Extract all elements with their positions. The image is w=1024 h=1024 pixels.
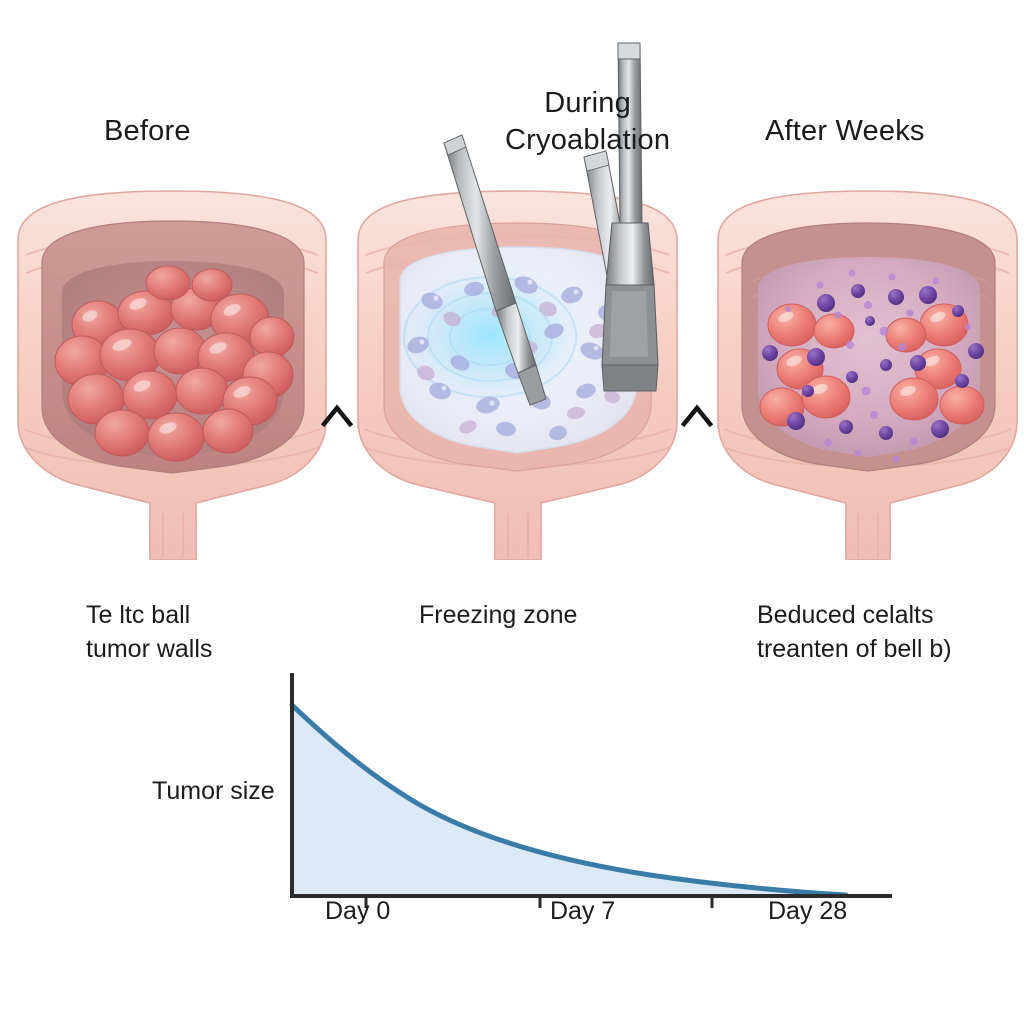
- panel-caption-during: Freezing zone: [419, 601, 578, 629]
- arrow-during-to-after: [681, 404, 714, 428]
- panel-title-after: After Weeks: [765, 115, 925, 147]
- cryoprobe-right: [601, 42, 659, 392]
- chart-y-axis-label: Tumor size: [152, 777, 275, 805]
- chart-area-fill: [292, 705, 846, 895]
- panel-title-during: During Cryoablation: [505, 87, 671, 157]
- chart-tick-day-28: Day 28: [768, 897, 848, 925]
- chart-plot-area: [289, 673, 892, 908]
- tumor-size-decay-chart: Tumor size Day 0 Day 7 Day 28: [120, 665, 910, 955]
- apoptotic-cells: [762, 284, 984, 440]
- chart-tick-day-7: Day 7: [550, 897, 616, 925]
- illustration-bladder-after-weeks: [717, 190, 1018, 560]
- panel-title-before: Before: [104, 115, 191, 147]
- tumor-nodules: [54, 265, 295, 462]
- illustration-bladder-before: [17, 190, 327, 560]
- chart-decay-curve: [289, 702, 849, 898]
- panel-caption-before: Te ltc ball tumor walls: [86, 601, 213, 663]
- cryoprobe-left: [443, 134, 547, 406]
- chart-tick-day-0: Day 0: [325, 897, 391, 925]
- chart-x-ticks: [364, 896, 714, 908]
- arrow-before-to-during: [321, 404, 354, 428]
- panel-caption-after: Beduced celalts treanten of bell b): [757, 601, 952, 663]
- illustration-bladder-during-cryoablation: [357, 42, 678, 560]
